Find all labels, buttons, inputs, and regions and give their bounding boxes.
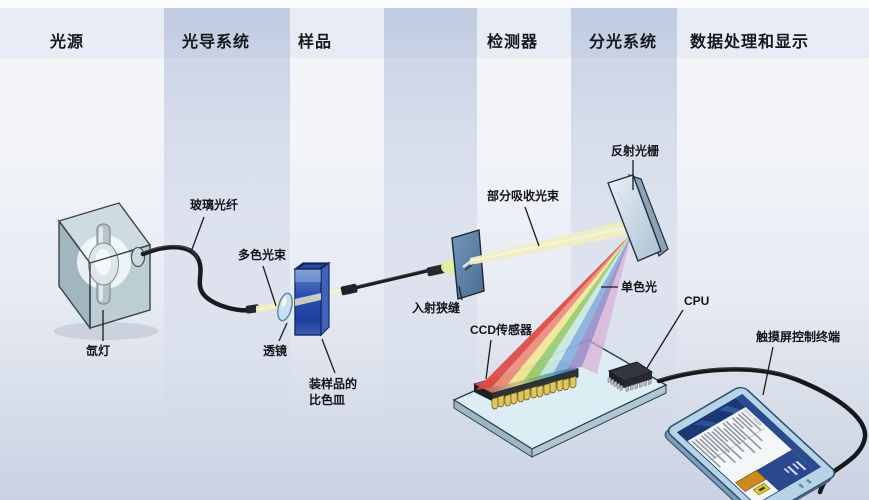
header-spectro-system: 分光系统 [589,34,658,51]
label-glass-fiber: 玻璃光纤 [190,198,239,212]
reflective-grating [607,174,669,262]
column-band-light-guide [164,8,290,448]
label-polychromatic-beam: 多色光束 [238,248,287,262]
lens-shape [277,292,293,322]
cuvette [293,261,331,337]
entrance-slit-plate [441,229,485,300]
fiber-port [130,246,146,268]
rainbow-fan [476,233,632,390]
fiber-cable-to-slit [340,264,445,296]
beam-through-cuvette [295,293,321,306]
circuit-board [452,339,668,458]
label-lens: 透镜 [263,344,288,358]
header-light-guide-system: 光导系统 [182,34,251,51]
partially-absorbed-beam-ray [469,220,635,265]
label-sample-cuvette-line2: 比色皿 [309,392,346,407]
column-band-gap [384,8,477,448]
header-sample: 样品 [298,34,333,51]
lamp-bulb [88,223,119,305]
header-light-source: 光源 [50,34,85,51]
screen-top-bar [736,394,821,471]
label-reflective-grating: 反射光栅 [611,144,660,158]
header-detector: 检测器 [487,34,539,51]
label-monochromatic-light: 单色光 [621,280,658,294]
label-ccd-sensor: CCD传感器 [470,323,532,337]
cpu-chip [607,361,654,392]
screen-sidebar [677,398,746,442]
label-sample-cuvette: 装样品的 比色皿 [309,377,357,408]
label-sample-cuvette-line1: 装样品的 [309,377,358,391]
header-data-processing: 数据处理和显示 [690,34,810,51]
orange-button [734,470,767,492]
top-edge-strip [0,0,869,8]
screen-right-panel [756,449,815,492]
label-touchscreen-terminal: 触摸屏控制终端 [756,330,841,344]
touchscreen-terminal [664,387,836,500]
label-partially-absorbed-beam: 部分吸收光束 [487,189,560,203]
screen-text-lines [691,411,763,468]
xenon-lamp [54,202,158,340]
label-xenon-lamp: 氙灯 [86,344,111,358]
leader-lines [102,160,774,396]
label-cpu: CPU [684,294,710,308]
glass-fiber-cable [140,244,260,314]
label-entrance-slit: 入射狭缝 [412,301,461,315]
